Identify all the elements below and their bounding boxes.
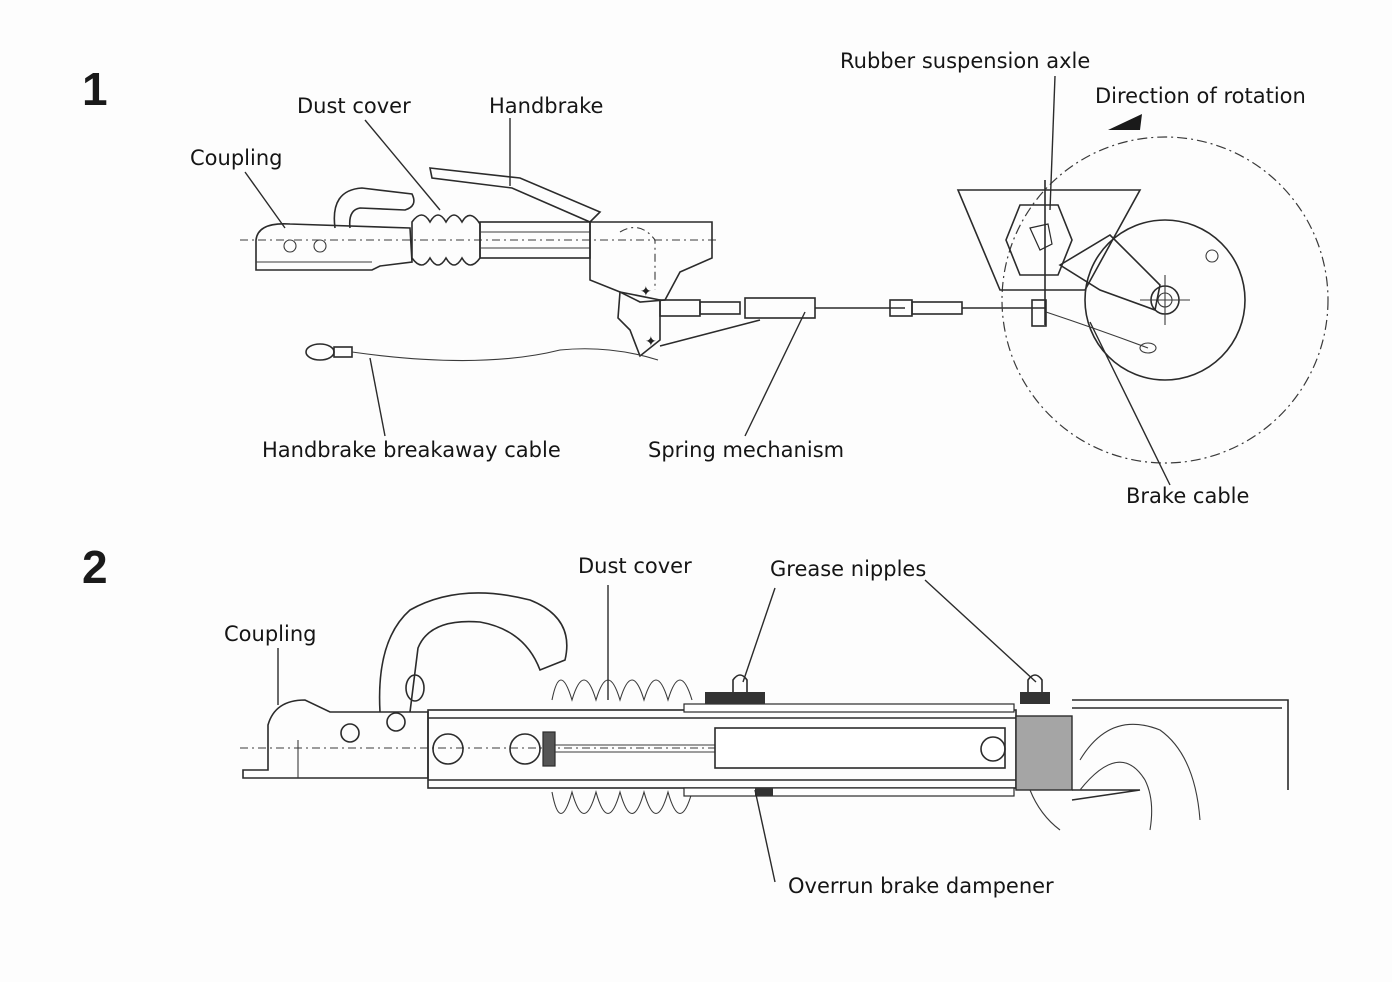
dust-cover-bellows-2	[551, 679, 693, 814]
label-coupling-2: Coupling	[224, 622, 317, 646]
leader-coupling-1	[244, 171, 286, 229]
svg-text:✦: ✦	[640, 284, 652, 300]
overrun-brake-dampener-body	[714, 727, 1006, 769]
label-coupling-1: Coupling	[190, 146, 283, 170]
svg-text:✦: ✦	[645, 334, 657, 350]
label-direction-of-rotation: Direction of rotation	[1095, 84, 1306, 108]
label-spring-mechanism: Spring mechanism	[648, 438, 845, 462]
spring-mechanism-body	[744, 297, 816, 319]
leader-overrun-brake-dampener	[754, 789, 776, 883]
leader-grease-nipple-a	[742, 587, 776, 683]
figure2-drawing	[240, 579, 1289, 883]
figure1-drawing: ✦ ✦	[240, 75, 1329, 486]
breakaway-cable-1	[305, 343, 659, 362]
leader-rubber-suspension-axle	[1049, 75, 1056, 211]
direction-arrow	[1108, 114, 1142, 130]
label-grease-nipples: Grease nipples	[770, 557, 927, 581]
leader-brake-cable	[1089, 321, 1171, 486]
label-overrun-brake-dampener: Overrun brake dampener	[788, 874, 1054, 898]
handbrake-lever-1	[429, 167, 602, 223]
figure2-number: 2	[82, 541, 108, 593]
coupling-head-2	[242, 592, 568, 779]
leader-dust-cover-1	[364, 119, 441, 211]
label-dust-cover-1: Dust cover	[297, 94, 411, 118]
label-handbrake: Handbrake	[489, 94, 604, 118]
grease-nipples-2	[732, 674, 1043, 692]
label-dust-cover-2: Dust cover	[578, 554, 692, 578]
leader-grease-nipple-b	[924, 579, 1037, 683]
leader-spring-mechanism	[744, 311, 806, 437]
leader-breakaway-cable	[369, 357, 386, 437]
coupling-head-1	[255, 187, 415, 271]
label-rubber-suspension-axle: Rubber suspension axle	[840, 49, 1091, 73]
label-brake-cable: Brake cable	[1126, 484, 1250, 508]
coupling-housing-1: ✦ ✦	[589, 221, 713, 358]
drawbar-tube-2	[427, 692, 1073, 797]
rear-bracket-2	[1029, 699, 1289, 831]
figure1-number: 1	[82, 63, 108, 115]
wheel-assembly-1	[956, 136, 1329, 464]
label-handbrake-breakaway-cable: Handbrake breakaway cable	[262, 438, 561, 462]
brake-rod-assembly-1	[659, 297, 1045, 347]
